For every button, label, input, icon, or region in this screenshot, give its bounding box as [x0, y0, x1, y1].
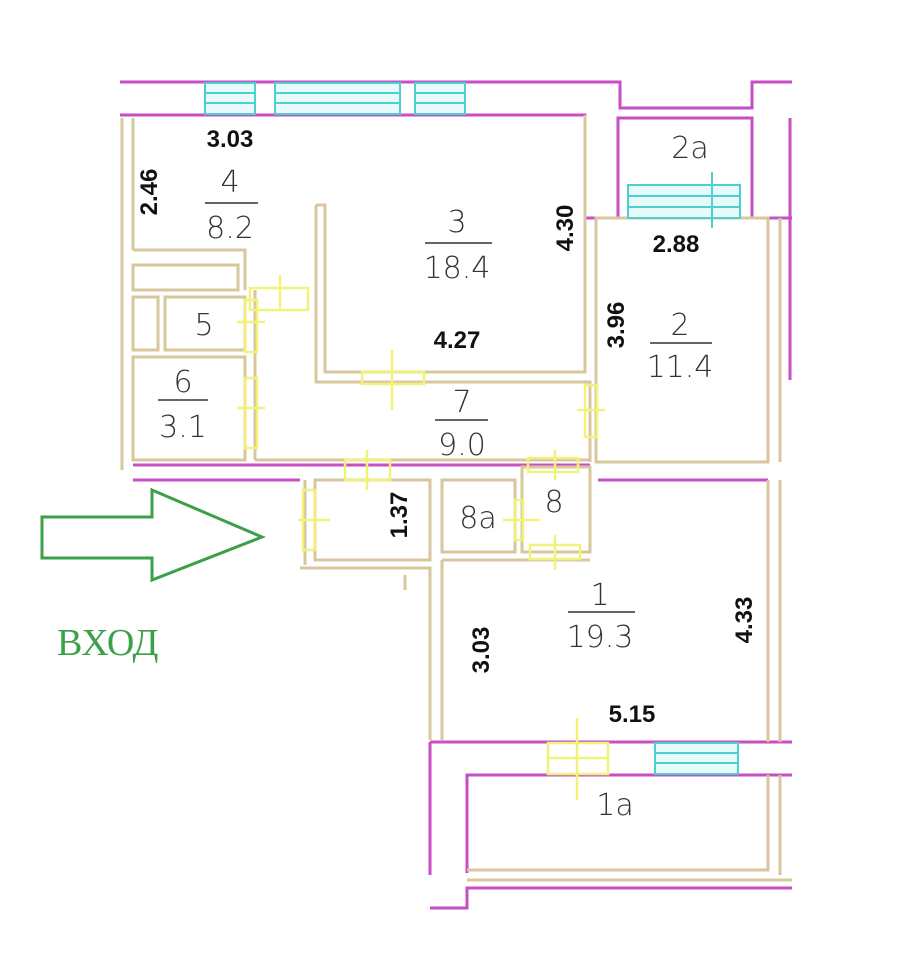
room-7-area: 9.0 [438, 428, 486, 463]
room-1: 1 19.3 [567, 578, 635, 655]
room-2-area: 11.4 [647, 350, 714, 385]
room-2-number: 2 [670, 308, 689, 343]
dimensions: 3.03 2.46 4.30 4.27 2.88 3.96 1.37 3.03 … [136, 126, 758, 728]
dim-room3-depth: 4.30 [552, 205, 579, 252]
room-8-number: 8 [544, 485, 563, 520]
room-7: 7 9.0 [435, 385, 488, 463]
room-4-number: 4 [220, 165, 239, 200]
dim-room4-width: 3.03 [207, 126, 254, 153]
dim-room1-width: 5.15 [609, 701, 656, 728]
room-2a-number: 2a [671, 131, 708, 166]
windows [204, 82, 741, 775]
room-3-area: 18.4 [424, 251, 491, 286]
room-5-number: 5 [194, 308, 213, 343]
doors [237, 275, 610, 800]
dim-room3-width: 4.27 [434, 327, 481, 354]
room-3-number: 3 [447, 205, 466, 240]
room-4-area: 8.2 [206, 211, 254, 246]
entry-label: ВХОД [57, 622, 158, 664]
entry-arrow-icon [40, 487, 266, 583]
room-6-number: 6 [173, 365, 192, 400]
room-2: 2 11.4 [647, 308, 714, 385]
room-3: 3 18.4 [424, 205, 492, 286]
room-1-area: 19.3 [567, 620, 634, 655]
room-4: 4 8.2 [205, 165, 258, 246]
room-7-number: 7 [452, 385, 471, 420]
room-6-area: 3.1 [159, 410, 207, 445]
room-6: 6 3.1 [158, 365, 208, 445]
dim-bath-width: 1.37 [386, 492, 413, 539]
dim-room2-width: 2.88 [653, 231, 700, 258]
dim-room4-depth: 2.46 [136, 169, 163, 216]
dim-room1-depth-left: 3.03 [468, 627, 495, 674]
room-8a-number: 8a [459, 501, 496, 536]
room-1-number: 1 [590, 578, 609, 613]
dim-room2-depth: 3.96 [603, 302, 630, 349]
room-1a-number: 1a [596, 788, 633, 823]
dim-room1-depth-right: 4.33 [731, 597, 758, 644]
